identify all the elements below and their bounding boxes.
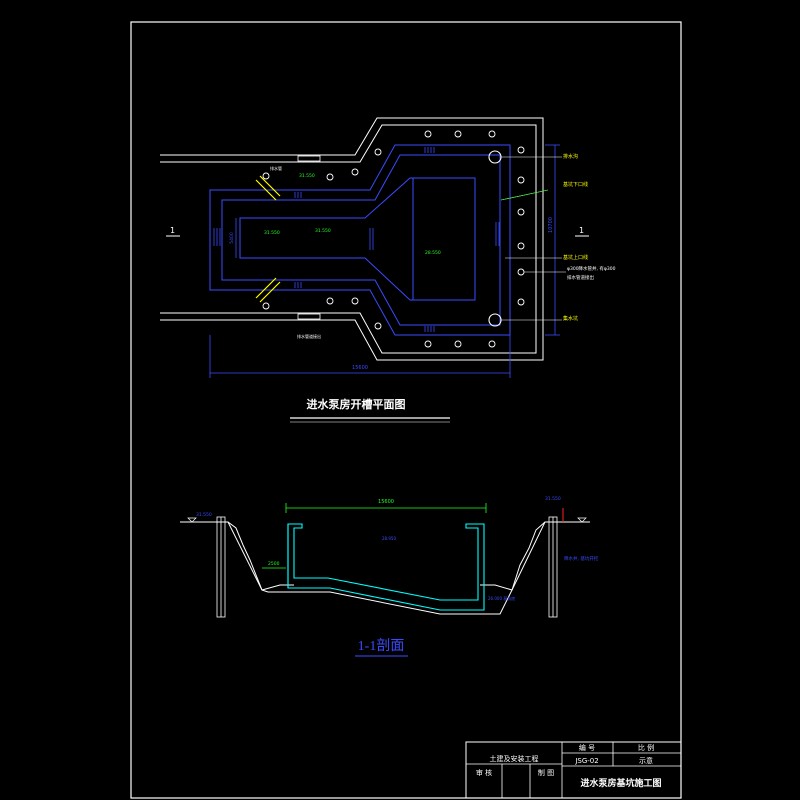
section-elev-inner: 28.950 <box>382 536 396 541</box>
title-block: 土建及安装工程 审 核 制 图 编 号 比 例 JSG-02 示意 进水泵房基坑… <box>465 741 682 799</box>
section-mark-right-label: 1 <box>579 226 584 235</box>
section-structure <box>287 523 485 611</box>
dewatering-wells <box>262 130 525 348</box>
section-title: 1-1剖面 <box>358 638 405 654</box>
plan-callout-leaders <box>500 156 566 321</box>
wall-hatching <box>213 147 500 332</box>
plan-callout-bottom-line: 基坑下口线 <box>563 181 588 188</box>
tb-number-label: 编 号 <box>579 743 595 752</box>
section-mark-left: 1 <box>166 226 180 237</box>
section-elev-right: 31.550 <box>545 496 561 502</box>
tb-review: 审 核 <box>476 768 492 777</box>
section-mark-right: 1 <box>575 226 589 237</box>
plan-elev-c: 31.550 <box>315 228 331 234</box>
ground-lines <box>180 521 590 591</box>
plan-callout-top-line: 基坑上口线 <box>563 254 588 261</box>
callout-2-leader <box>500 189 549 201</box>
section-note-right: 降水井, 基坑开挖 <box>564 555 599 562</box>
plan-title: 进水泵房开槽平面图 <box>307 397 406 411</box>
section-dim-top: 15600 <box>378 499 394 505</box>
plan-pipe-label-bottom: 排水管道接出 <box>297 333 321 339</box>
plan-elev-a: 31.550 <box>299 173 315 179</box>
tb-drawing-number: JSG-02 <box>574 757 598 765</box>
section-dimensions <box>262 503 487 569</box>
structure-outline <box>209 144 511 336</box>
tb-scale-value: 示意 <box>639 756 653 765</box>
pipe-markers <box>297 155 321 320</box>
section-elev-markers <box>187 517 587 523</box>
drawing-frame <box>130 21 682 799</box>
plan-callout-drain: 排水沟 <box>563 153 578 160</box>
excavation-bottom <box>261 589 513 615</box>
tb-company: 土建及安装工程 <box>490 754 539 763</box>
plan-dimensions <box>209 144 560 378</box>
plan-dim-left: 5400 <box>229 232 235 244</box>
plan-callout-well-b: 排水管道接出 <box>567 274 594 281</box>
plan-callout-sump: 集水坑 <box>563 315 578 322</box>
excavation-top-line <box>160 117 544 361</box>
plan-elev-pit: 28.550 <box>425 250 441 256</box>
section-dim-left: 2500 <box>268 561 280 567</box>
plan-view: 15600 10700 5400 31.550 31.550 31.550 28… <box>160 117 616 423</box>
plan-pipe-label: 排水管 <box>270 165 282 171</box>
plan-elevations: 31.550 31.550 31.550 28.550 <box>264 173 441 256</box>
section-wells <box>216 516 558 618</box>
section-elev-left: 31.550 <box>196 512 212 518</box>
plan-dim-total: 15600 <box>352 365 368 371</box>
section-view: 15600 2500 31.550 31.550 28.950 26.000 基… <box>180 496 599 657</box>
tb-draw: 制 图 <box>538 768 554 777</box>
tb-scale-label: 比 例 <box>638 743 654 752</box>
plan-elev-b: 31.550 <box>264 230 280 236</box>
plan-dim-right: 10700 <box>548 217 554 233</box>
drain-pipes <box>255 175 281 303</box>
section-elev-bottom-right: 26.000 基坑底 <box>488 595 515 601</box>
section-mark-left-label: 1 <box>170 226 175 235</box>
plan-callout-well-a: φ300降水管井, 有φ300 <box>567 265 616 272</box>
tb-drawing-title: 进水泵房基坑施工图 <box>580 777 661 789</box>
